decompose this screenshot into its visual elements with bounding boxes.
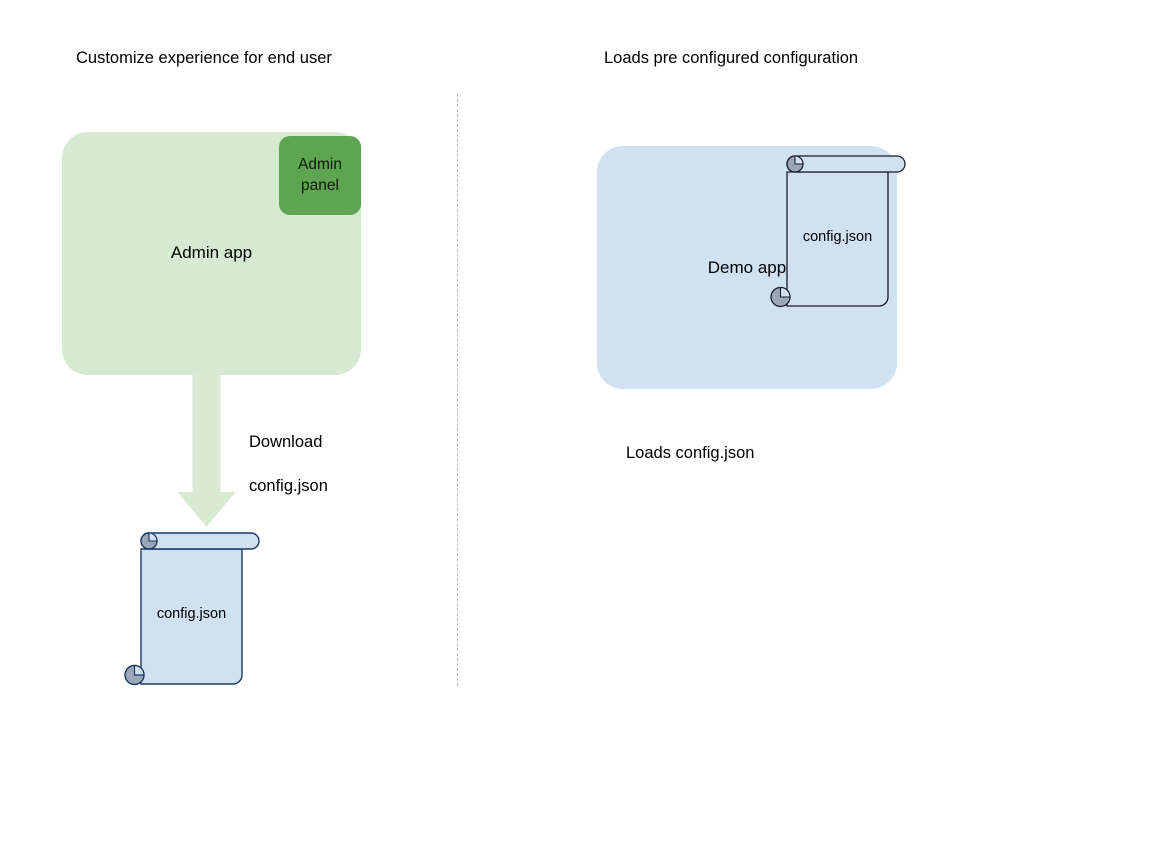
download-arrow-glyph: [177, 372, 236, 527]
document-scroll-icon: [770, 155, 906, 308]
download-arrow: [170, 372, 250, 535]
panel-divider: [457, 94, 458, 686]
right-panel-heading: Loads pre configured configuration: [604, 49, 859, 67]
admin-panel-badge-line-1: Admin: [298, 155, 342, 173]
admin-panel-badge[interactable]: Admin panel: [279, 136, 361, 215]
config-json-document-left-label: config.json: [156, 606, 227, 622]
admin-app-label: Admin app: [170, 243, 253, 262]
document-scroll-icon: [124, 532, 260, 686]
download-arrow-label-line-1: Download: [249, 433, 323, 452]
download-arrow-label-line-2: config.json: [249, 477, 328, 496]
left-panel-heading: Customize experience for end user: [76, 49, 332, 67]
admin-panel-badge-text: Admin panel: [298, 155, 342, 197]
config-json-document-right-label: config.json: [802, 229, 873, 245]
demo-app-label: Demo app: [707, 258, 787, 277]
loads-config-caption: Loads config.json: [626, 444, 755, 462]
download-arrow-label: Download config.json: [249, 409, 328, 520]
config-json-document-left[interactable]: config.json: [118, 528, 268, 693]
config-json-document-right[interactable]: config.json: [764, 151, 914, 316]
admin-panel-badge-line-2: panel: [301, 176, 339, 194]
